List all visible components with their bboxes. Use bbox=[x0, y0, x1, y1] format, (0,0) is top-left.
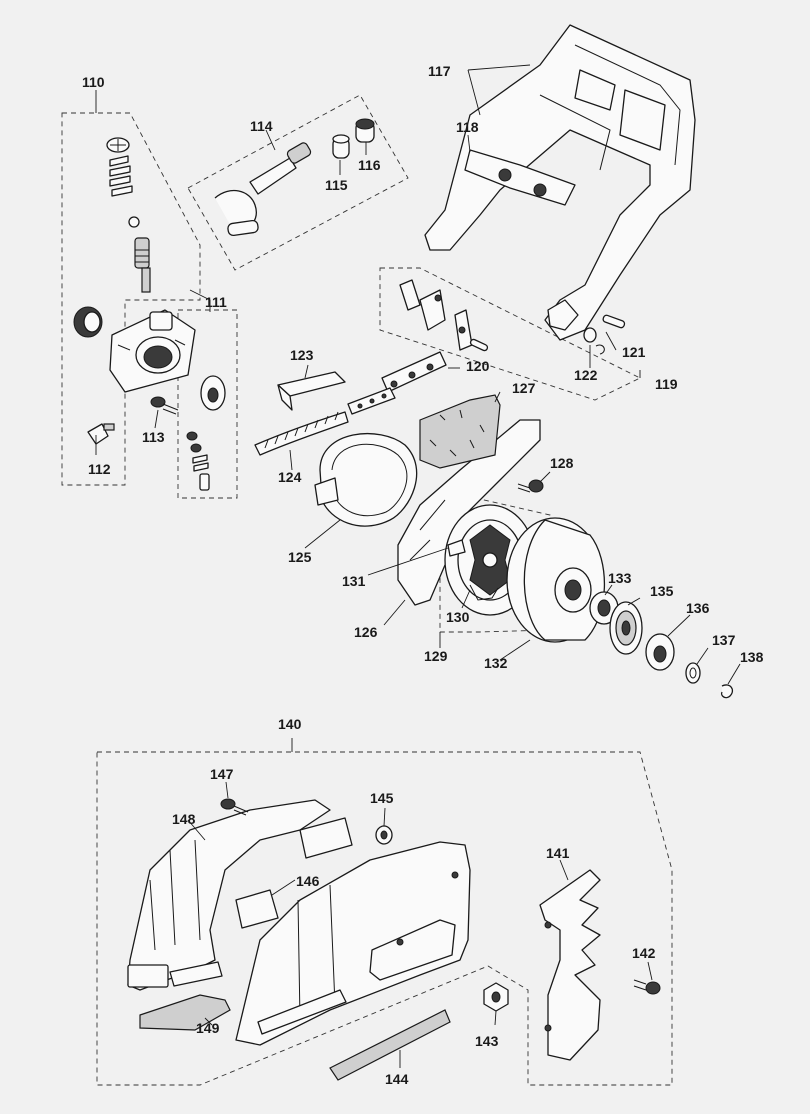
clutch-spring-131-part bbox=[447, 539, 466, 557]
group-140-outline bbox=[96, 751, 673, 1086]
brake-band-125-part bbox=[314, 433, 418, 527]
screw-147-part bbox=[220, 798, 249, 816]
nut-145-part bbox=[375, 825, 393, 845]
sprocket-135-part bbox=[609, 601, 643, 655]
callout-140: 140 bbox=[278, 716, 302, 732]
group-110-outline bbox=[61, 112, 201, 486]
callout-117: 117 bbox=[428, 63, 451, 79]
circlip-138-part bbox=[720, 684, 734, 699]
callout-144: 144 bbox=[385, 1071, 409, 1087]
callout-115: 115 bbox=[325, 177, 348, 193]
callout-131: 131 bbox=[342, 573, 366, 589]
oil-pump-assembly bbox=[73, 137, 226, 491]
group-114-outline bbox=[187, 94, 409, 271]
callout-133: 133 bbox=[608, 570, 632, 586]
guard-plate-126-part bbox=[397, 419, 541, 606]
screw-113-part bbox=[150, 396, 179, 415]
callout-145: 145 bbox=[370, 790, 394, 806]
inner-cover-148-part bbox=[127, 799, 331, 991]
group-129-outline bbox=[439, 489, 551, 633]
callout-labels: 110 111 112 113 114 115 116 117 118 119 … bbox=[82, 63, 764, 1087]
chain-brake-linkage bbox=[347, 279, 626, 415]
washer-136-part bbox=[645, 633, 675, 671]
pump-piston-part bbox=[134, 237, 151, 293]
oil-hose-assembly bbox=[214, 118, 375, 237]
callout-148: 148 bbox=[172, 811, 196, 827]
callout-143: 143 bbox=[475, 1033, 499, 1049]
brake-link-part bbox=[347, 351, 447, 415]
screw-142-part bbox=[633, 979, 661, 995]
hose-fitting-115 bbox=[332, 134, 350, 159]
callout-136: 136 bbox=[686, 600, 710, 616]
callout-146: 146 bbox=[296, 873, 320, 889]
callout-147: 147 bbox=[210, 766, 234, 782]
callout-111: 111 bbox=[205, 294, 227, 310]
screw-128-part bbox=[517, 479, 544, 493]
callout-114: 114 bbox=[250, 118, 273, 134]
group-111-outline bbox=[177, 309, 238, 499]
callout-149: 149 bbox=[196, 1020, 220, 1036]
plate-123-part bbox=[277, 371, 346, 411]
callout-127: 127 bbox=[512, 380, 536, 396]
callout-110: 110 bbox=[82, 74, 105, 90]
seal-ring-part bbox=[200, 375, 226, 411]
callout-141: 141 bbox=[546, 845, 570, 861]
callout-113: 113 bbox=[142, 429, 165, 445]
callout-122: 122 bbox=[574, 367, 598, 383]
clutch-drum-132-part bbox=[506, 517, 606, 643]
callout-120: 120 bbox=[466, 358, 490, 374]
callout-138: 138 bbox=[740, 649, 764, 665]
washer-part bbox=[186, 431, 198, 441]
hose-cap-116 bbox=[355, 118, 375, 143]
callout-132: 132 bbox=[484, 655, 508, 671]
callout-130: 130 bbox=[446, 609, 470, 625]
bumper-spike-141-part bbox=[539, 869, 601, 1061]
nut-143-part bbox=[483, 982, 509, 1012]
needle-bearing-133-part bbox=[589, 591, 619, 625]
callout-119: 119 bbox=[655, 376, 678, 392]
callout-112: 112 bbox=[88, 461, 111, 477]
callout-121: 121 bbox=[622, 344, 646, 360]
lever-part bbox=[399, 279, 421, 311]
group-outlines bbox=[61, 94, 673, 1086]
decal-144-part bbox=[329, 1009, 451, 1081]
pump-body-part bbox=[109, 309, 196, 393]
callout-137: 137 bbox=[712, 632, 736, 648]
small-spring-part bbox=[192, 454, 209, 472]
callout-135: 135 bbox=[650, 583, 674, 599]
callout-129: 129 bbox=[424, 648, 448, 664]
tab-149-part bbox=[139, 994, 231, 1031]
washer-122-part bbox=[583, 327, 597, 343]
callout-124: 124 bbox=[278, 469, 302, 485]
callout-128: 128 bbox=[550, 455, 574, 471]
felt-127-part bbox=[419, 394, 501, 469]
side-cover-part bbox=[235, 841, 471, 1046]
callout-126: 126 bbox=[354, 624, 378, 640]
callout-116: 116 bbox=[358, 157, 381, 173]
clip-146-part bbox=[235, 817, 353, 929]
callout-142: 142 bbox=[632, 945, 656, 961]
callout-118: 118 bbox=[456, 119, 479, 135]
ball-part bbox=[128, 216, 140, 228]
brake-spring-124-part bbox=[254, 411, 349, 456]
bracket-118-part bbox=[464, 149, 576, 206]
leader-lines bbox=[95, 64, 741, 1068]
callout-123: 123 bbox=[290, 347, 314, 363]
washer-part bbox=[190, 443, 202, 453]
adjust-screw-part bbox=[199, 473, 210, 491]
washer-137-part bbox=[685, 662, 701, 684]
handle-bar-part bbox=[424, 24, 696, 341]
callout-125: 125 bbox=[288, 549, 312, 565]
spring-part bbox=[109, 155, 133, 197]
worm-gear-part bbox=[73, 306, 103, 338]
fitting-part bbox=[87, 423, 115, 445]
